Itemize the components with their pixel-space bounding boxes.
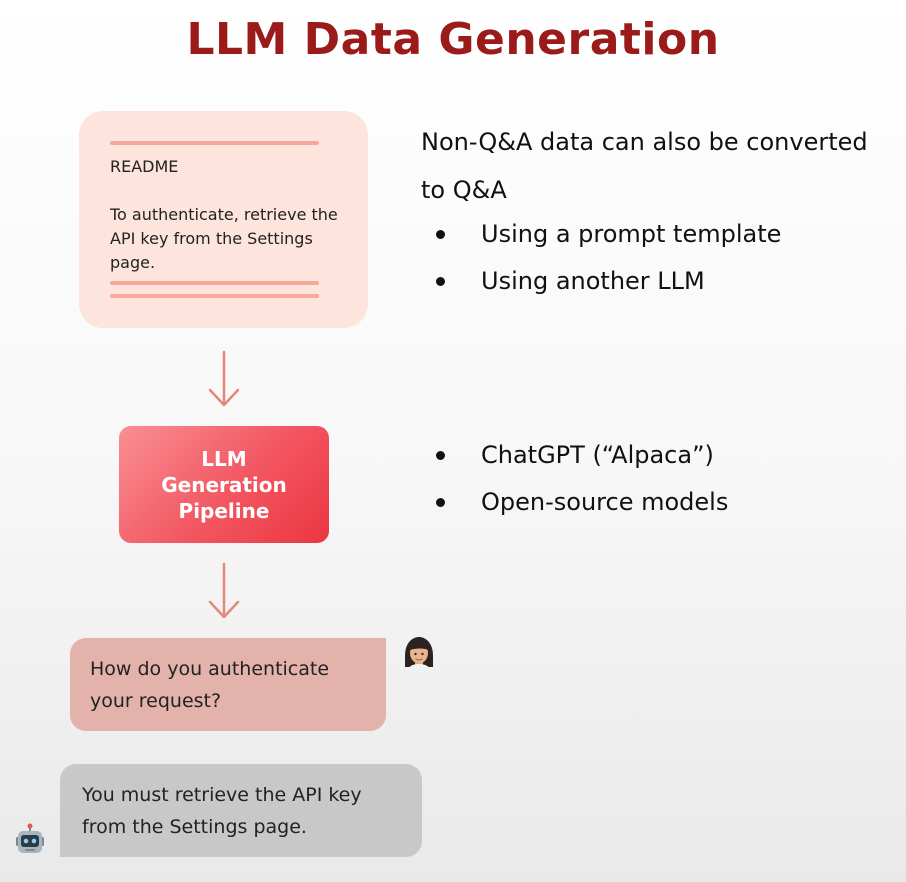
readme-bottom-line-1 bbox=[110, 281, 319, 285]
info-text: Non-Q&A data can also be converted to Q&… bbox=[421, 128, 868, 204]
bullet-text: Using a prompt template bbox=[481, 220, 782, 248]
readme-body: To authenticate, retrieve the API key fr… bbox=[110, 205, 338, 272]
llm-generation-pipeline-box: LLM Generation Pipeline bbox=[119, 426, 329, 543]
readme-heading: README bbox=[110, 157, 179, 176]
list-item: Using a prompt template bbox=[436, 211, 886, 258]
robot-avatar-icon bbox=[16, 823, 44, 853]
readme-bottom-line-2 bbox=[110, 294, 319, 298]
readme-card: README To authenticate, retrieve the API… bbox=[79, 111, 368, 328]
pipeline-label: LLM Generation Pipeline bbox=[161, 446, 287, 523]
list-item: Using another LLM bbox=[436, 258, 886, 305]
woman-avatar-icon bbox=[405, 637, 433, 674]
bullet-text: ChatGPT (“Alpaca”) bbox=[481, 441, 714, 469]
page-title: LLM Data Generation bbox=[186, 14, 720, 65]
bullet-icon bbox=[436, 498, 445, 507]
bullet-text: Using another LLM bbox=[481, 267, 705, 295]
model-bullets: ChatGPT (“Alpaca”) Open-source models bbox=[436, 432, 886, 526]
bullet-icon bbox=[436, 277, 445, 286]
bot-answer-bubble: You must retrieve the API key from the S… bbox=[60, 764, 422, 857]
conversion-bullets: Using a prompt template Using another LL… bbox=[436, 211, 886, 305]
arrow-down-icon bbox=[208, 562, 240, 619]
user-question-text: How do you authenticate your request? bbox=[90, 658, 330, 712]
list-item: ChatGPT (“Alpaca”) bbox=[436, 432, 886, 479]
readme-top-line bbox=[110, 141, 319, 145]
bullet-text: Open-source models bbox=[481, 488, 729, 516]
arrow-down-icon bbox=[208, 350, 240, 407]
bullet-icon bbox=[436, 230, 445, 239]
bot-answer-text: You must retrieve the API key from the S… bbox=[82, 784, 362, 838]
list-item: Open-source models bbox=[436, 479, 886, 526]
user-question-bubble: How do you authenticate your request? bbox=[70, 638, 386, 731]
bullet-icon bbox=[436, 451, 445, 460]
